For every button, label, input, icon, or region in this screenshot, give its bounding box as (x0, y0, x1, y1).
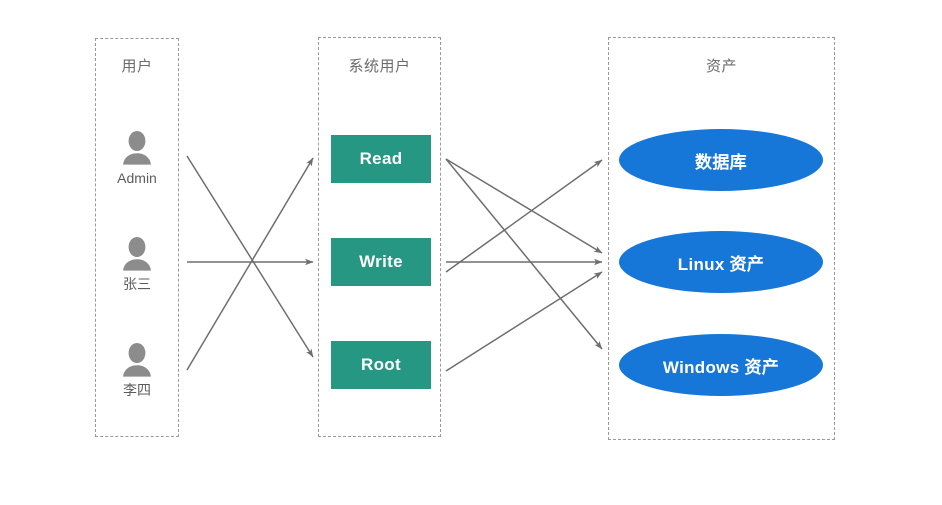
asset-database[interactable]: 数据库 (619, 129, 823, 191)
asset-windows[interactable]: Windows 资产 (619, 334, 823, 396)
group-users (95, 38, 179, 437)
user-icon (123, 237, 151, 271)
user-icon (123, 343, 151, 377)
user-label-lisi: 李四 (123, 382, 151, 398)
group-system-users (318, 37, 441, 437)
asset-linux[interactable]: Linux 资产 (619, 231, 823, 293)
edge-read-to-windows (445, 158, 603, 350)
user-icon (123, 131, 151, 165)
system-user-write[interactable]: Write (331, 238, 431, 286)
edge-root-to-linux (445, 271, 603, 372)
system-user-root[interactable]: Root (331, 341, 431, 389)
user-node-zhangsan[interactable]: 张三 (95, 236, 179, 293)
edge-admin-to-root (186, 155, 314, 358)
group-system-users-title: 系统用户 (348, 58, 411, 75)
user-label-zhangsan: 张三 (123, 276, 151, 292)
edge-write-to-database (445, 159, 603, 273)
edge-lisi-to-read (186, 157, 314, 371)
user-node-admin[interactable]: Admin (95, 130, 179, 187)
group-users-title: 用户 (121, 58, 153, 75)
group-assets-title: 资产 (705, 58, 737, 75)
system-user-read[interactable]: Read (331, 135, 431, 183)
user-label-admin: Admin (117, 170, 157, 186)
edge-read-to-linux (445, 158, 603, 254)
user-node-lisi[interactable]: 李四 (95, 342, 179, 399)
group-assets (608, 37, 835, 440)
